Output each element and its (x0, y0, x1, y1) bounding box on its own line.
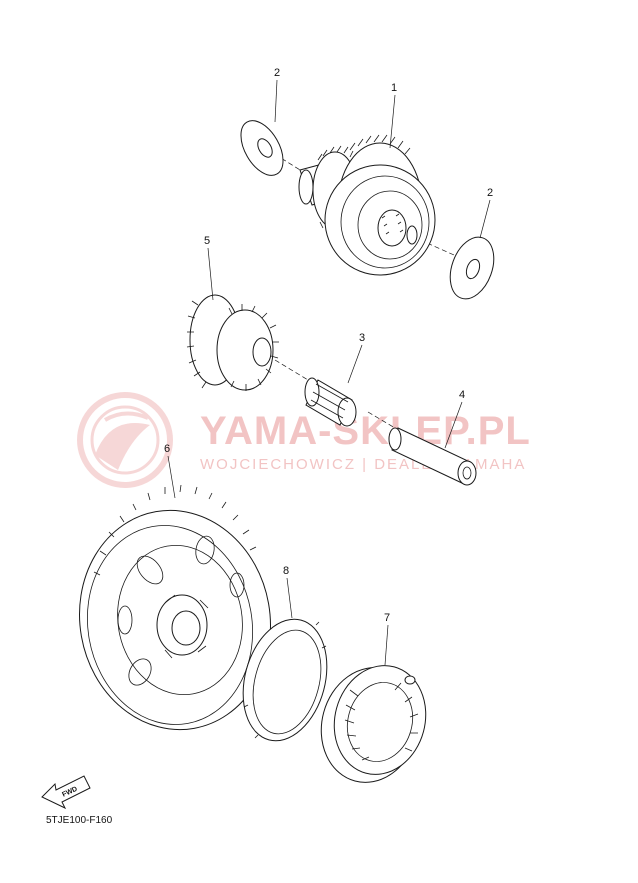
needle-bearing (304, 377, 357, 427)
callout-1: 1 (391, 82, 397, 94)
thrust-plate (242, 618, 328, 742)
callout-2-upper: 2 (274, 67, 280, 79)
callout-8: 8 (283, 565, 289, 577)
washer-lower (449, 236, 495, 300)
watermark-logo-icon (77, 392, 173, 488)
callout-6: 6 (164, 443, 170, 455)
idler-gear (186, 294, 279, 391)
callout-7: 7 (384, 612, 390, 624)
idler-shaft (388, 427, 477, 486)
one-way-clutch (320, 665, 427, 783)
leader-lines (167, 79, 491, 666)
callout-3: 3 (359, 332, 365, 344)
starter-wheel-gear (79, 484, 271, 731)
watermark-title: YAMA-SKLEP.PL (200, 409, 531, 453)
callouts: 2 1 2 5 3 4 6 8 7 (164, 67, 493, 624)
diagram-code: 5TJE100-F160 (46, 815, 113, 826)
fwd-arrow-icon (41, 775, 91, 810)
callout-2-lower: 2 (487, 187, 493, 199)
fwd-arrow: FWD (41, 775, 91, 810)
watermark-subtitle: WOJCIECHOWICZ | DEALER YAMAHA (200, 456, 526, 473)
starter-clutch-assembly (298, 134, 436, 276)
callout-4: 4 (459, 389, 465, 401)
washer-upper (240, 120, 284, 176)
callout-5: 5 (204, 235, 210, 247)
